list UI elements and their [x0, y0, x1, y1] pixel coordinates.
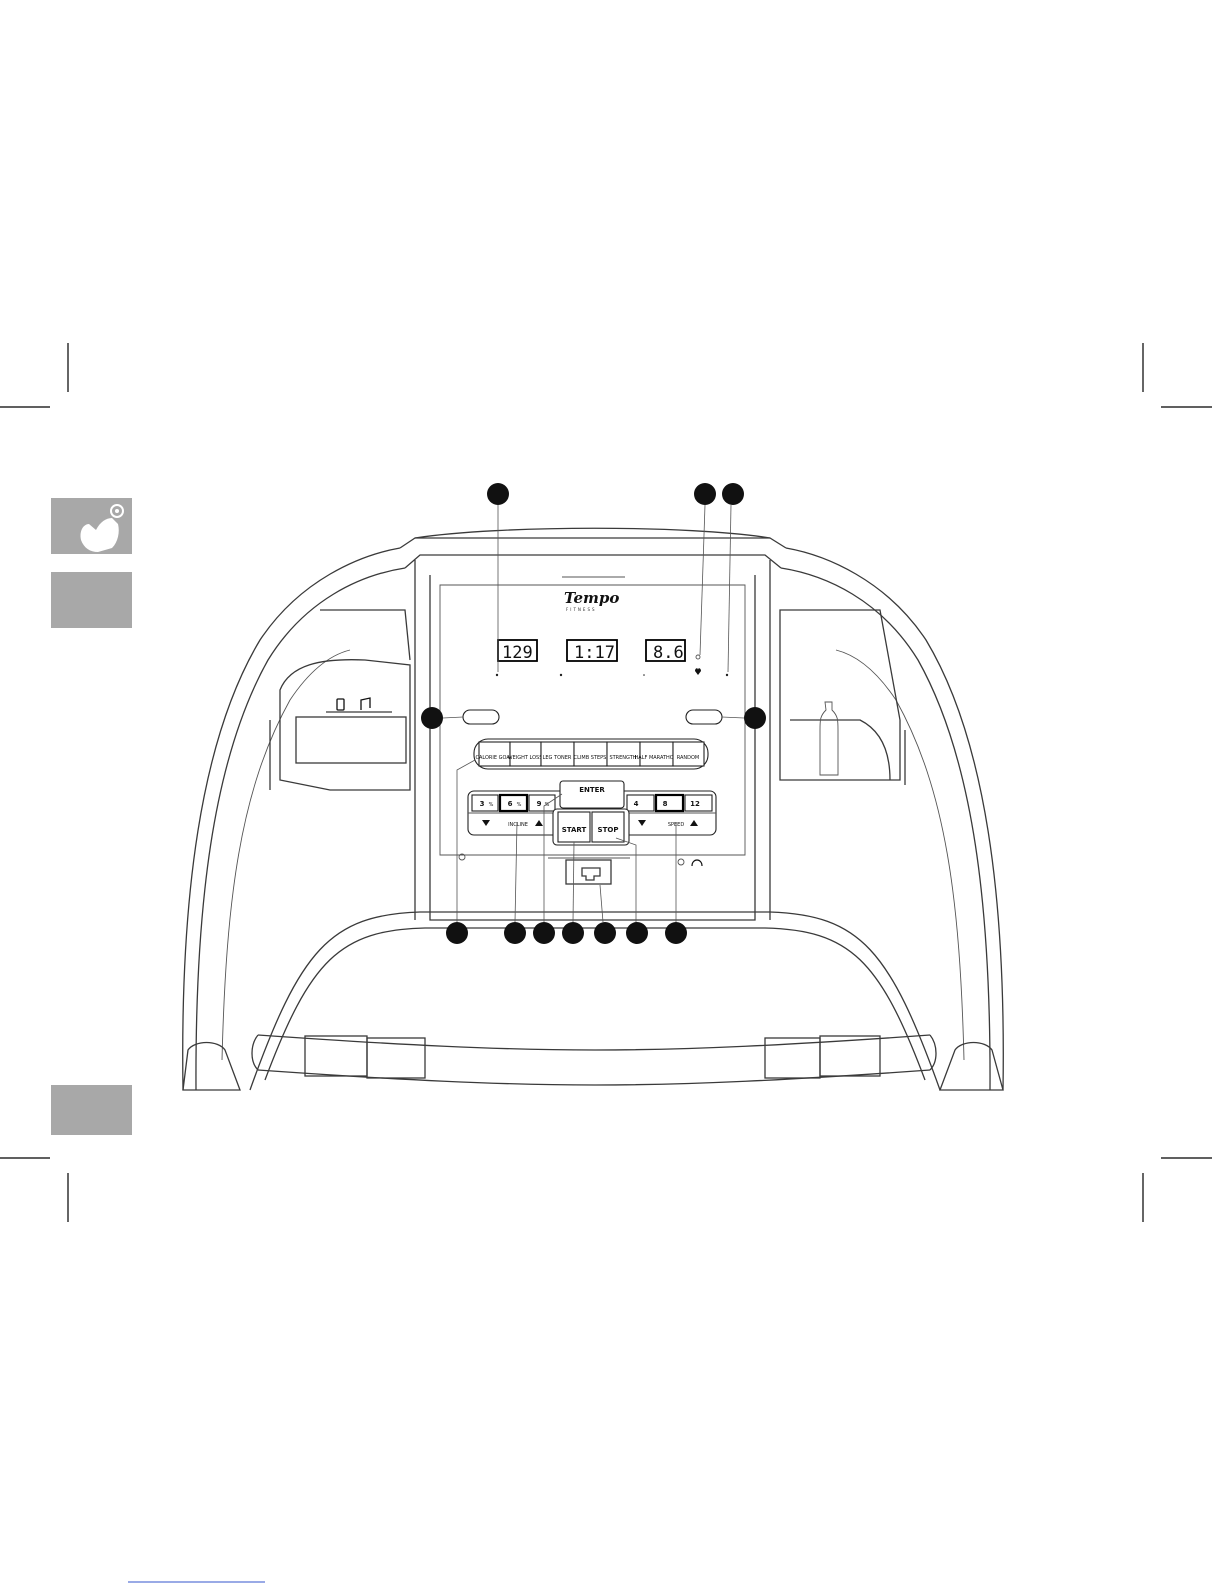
led-display-right: 8.6 [646, 640, 685, 663]
display-left-value: 129 [502, 643, 533, 663]
incline-preset-3-button[interactable] [472, 795, 498, 811]
console-panel: Tempo FITNESS 129 1:17 8.6 CALORIE GOAL [463, 577, 728, 845]
callout-marker [594, 922, 616, 944]
program-calorie-goal-button[interactable] [479, 742, 510, 766]
display-right-value: 8.6 [653, 643, 684, 663]
led-display-center: 1:17 [567, 640, 617, 663]
program-weight-loss-button[interactable] [510, 742, 541, 766]
callout-marker [446, 922, 468, 944]
program-strength-button[interactable] [607, 742, 640, 766]
side-tab-bottom [51, 1085, 132, 1135]
incline-preset-6-value: 6 [508, 800, 513, 808]
stop-label: STOP [598, 826, 619, 834]
program-climb-steps-button[interactable] [574, 742, 607, 766]
callout-marker [487, 483, 509, 505]
mode-button-right[interactable] [686, 710, 722, 724]
led-display-left: 129 [498, 640, 537, 663]
program-half-marathon-button[interactable] [640, 742, 673, 766]
callout-marker [421, 707, 443, 729]
program-leg-toner-label: LEG TONER [543, 755, 572, 761]
side-tab-middle [51, 572, 132, 628]
callout-marker [665, 922, 687, 944]
callout-marker [504, 922, 526, 944]
program-climb-steps-label: CLIMB STEPS [574, 755, 607, 761]
incline-label: INCLINE [508, 822, 528, 828]
callout-marker [744, 707, 766, 729]
heart-icon [695, 668, 701, 675]
callout-marker [562, 922, 584, 944]
speed-preset-4-button[interactable] [627, 795, 654, 811]
mode-button-left[interactable] [463, 710, 499, 724]
program-random-label: RANDOM [677, 755, 700, 761]
program-leg-toner-button[interactable] [541, 742, 574, 766]
display-center-value: 1:17 [574, 643, 615, 663]
incline-preset-3-value: 3 [480, 800, 485, 808]
phone-icon [337, 699, 344, 710]
start-label: START [562, 826, 587, 834]
callout-marker [533, 922, 555, 944]
program-buttons: CALORIE GOAL WEIGHT LOSS LEG TONER CLIMB… [475, 742, 704, 766]
brand-logo: Tempo [564, 589, 619, 607]
program-weight-loss-label: WEIGHT LOSS [508, 755, 543, 761]
program-random-button[interactable] [673, 742, 704, 766]
incline-preset-9-button[interactable] [529, 795, 555, 811]
program-half-marathon-label: HALF MARATHON [635, 755, 678, 761]
speed-preset-8-value: 8 [663, 800, 668, 808]
speed-preset-4-value: 4 [634, 800, 639, 808]
incline-unit-1: % [489, 802, 494, 808]
brand-subtitle: FITNESS [566, 607, 597, 612]
enter-label: ENTER [579, 786, 605, 794]
music-icon [361, 698, 370, 710]
incline-unit-2: % [517, 802, 522, 808]
bottle-icon [820, 702, 838, 775]
callout-marker [694, 483, 716, 505]
incline-preset-6-button[interactable] [500, 795, 527, 811]
speed-preset-12-value: 12 [690, 800, 700, 808]
incline-preset-9-value: 9 [537, 800, 542, 808]
speed-preset-8-button[interactable] [656, 795, 683, 811]
headphone-icon [692, 860, 702, 866]
program-strength-label: STRENGTH [609, 755, 636, 761]
callout-marker [722, 483, 744, 505]
callout-marker [626, 922, 648, 944]
side-tab-top [51, 498, 132, 554]
